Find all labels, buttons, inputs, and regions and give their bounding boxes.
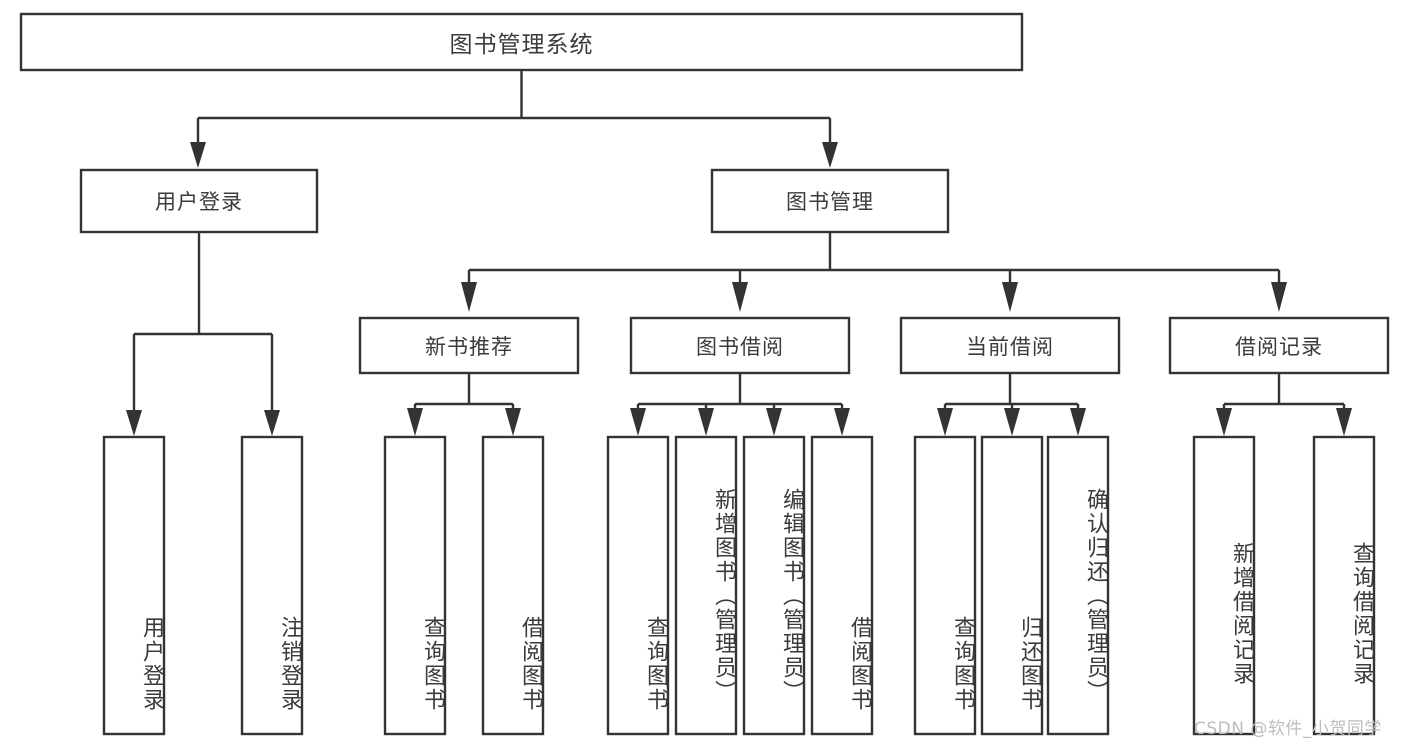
arrow-head-leaf-add-book <box>698 408 714 436</box>
node-box-leaf-query-record[interactable] <box>1312 435 1376 736</box>
connector-user-login-to-leaves <box>132 232 274 410</box>
arrow-head-leaf-confirm-return <box>1070 408 1086 436</box>
arrow-head-leaf-borrow-book-1 <box>505 408 521 436</box>
arrow-head-leaf-query-book-3 <box>937 408 953 436</box>
node-box-leaf-return-book[interactable] <box>980 435 1044 736</box>
node-box-leaf-confirm-return[interactable] <box>1046 435 1110 736</box>
node-box-new-book-recommend[interactable] <box>358 316 580 375</box>
node-box-leaf-query-book-3[interactable] <box>913 435 977 736</box>
arrow-head-to-borrow-record <box>1271 282 1287 312</box>
connector-new-book-recommend-to-leaves <box>413 373 515 410</box>
node-box-leaf-query-book-2[interactable] <box>606 435 670 736</box>
node-box-user-login[interactable] <box>79 168 319 234</box>
arrow-head-leaf-return-book <box>1004 408 1020 436</box>
node-box-book-borrow[interactable] <box>629 316 851 375</box>
arrow-head-leaf-borrow-book-2 <box>834 408 850 436</box>
arrow-head-leaf-user-login <box>126 410 142 436</box>
node-box-leaf-logout-login[interactable] <box>240 435 304 736</box>
connector-book-borrow-to-leaves <box>636 373 844 410</box>
arrow-head-leaf-query-book-1 <box>407 408 423 436</box>
connector-current-borrow-to-leaves <box>943 373 1080 410</box>
node-box-leaf-edit-book[interactable] <box>742 435 806 736</box>
watermark-text: CSDN @软件_小贺同学 <box>1194 719 1382 739</box>
arrow-head-leaf-add-record <box>1216 408 1232 436</box>
arrow-head-leaf-logout-login <box>264 410 280 436</box>
arrow-head-to-current-borrow <box>1002 282 1018 312</box>
arrow-head-to-new-book-recommend <box>461 282 477 312</box>
arrow-head-leaf-query-record <box>1336 408 1352 436</box>
node-box-leaf-user-login[interactable] <box>102 435 166 736</box>
connector-book-management-to-level2 <box>467 232 1281 282</box>
node-box-leaf-borrow-book-2[interactable] <box>810 435 874 736</box>
node-box-leaf-add-record[interactable] <box>1192 435 1256 736</box>
node-box-book-management[interactable] <box>710 168 950 234</box>
connector-borrow-record-to-leaves <box>1222 373 1346 410</box>
arrow-head-to-book-management <box>822 142 838 168</box>
arrow-head-leaf-query-book-2 <box>630 408 646 436</box>
arrow-head-leaf-edit-book <box>766 408 782 436</box>
node-box-current-borrow[interactable] <box>899 316 1121 375</box>
node-box-borrow-record[interactable] <box>1168 316 1390 375</box>
node-box-leaf-add-book[interactable] <box>674 435 738 736</box>
node-box-root[interactable] <box>19 12 1024 72</box>
arrow-head-to-user-login <box>190 142 206 168</box>
node-box-leaf-borrow-book-1[interactable] <box>481 435 545 736</box>
node-box-leaf-query-book-1[interactable] <box>383 435 447 736</box>
arrow-head-to-book-borrow <box>732 282 748 312</box>
connector-root-to-level1 <box>196 70 832 142</box>
